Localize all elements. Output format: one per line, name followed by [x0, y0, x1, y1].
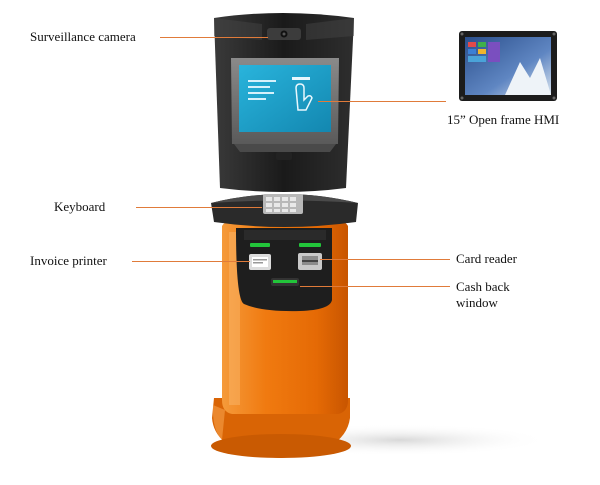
hmi-panel-illustration [459, 31, 557, 101]
kiosk-screen [239, 65, 331, 132]
indicator-light-left [250, 243, 270, 247]
label-invoice-printer: Invoice printer [30, 253, 107, 268]
invoice-printer-slot [249, 254, 271, 270]
label-cash-back-line2: window [456, 295, 498, 310]
leader-line-invoice-printer [132, 261, 250, 262]
label-keyboard: Keyboard [54, 199, 106, 214]
leader-line-surveillance-camera [160, 37, 268, 38]
surveillance-camera [267, 28, 301, 40]
card-reader-slot [298, 253, 322, 270]
cash-back-slot [271, 278, 299, 286]
front-panel [236, 228, 332, 312]
leader-line-cash-back-window [300, 286, 450, 287]
keypad [263, 194, 303, 214]
leader-line-keyboard [136, 207, 262, 208]
leader-line-open-frame-hmi [318, 101, 446, 102]
label-card-reader: Card reader [456, 251, 517, 266]
leader-line-card-reader [320, 259, 450, 260]
label-cash-back-line1: Cash back [456, 279, 510, 294]
label-surveillance-camera: Surveillance camera [30, 29, 136, 44]
indicator-light-right [299, 243, 321, 247]
label-open-frame-hmi: 15” Open frame HMI [447, 112, 560, 127]
